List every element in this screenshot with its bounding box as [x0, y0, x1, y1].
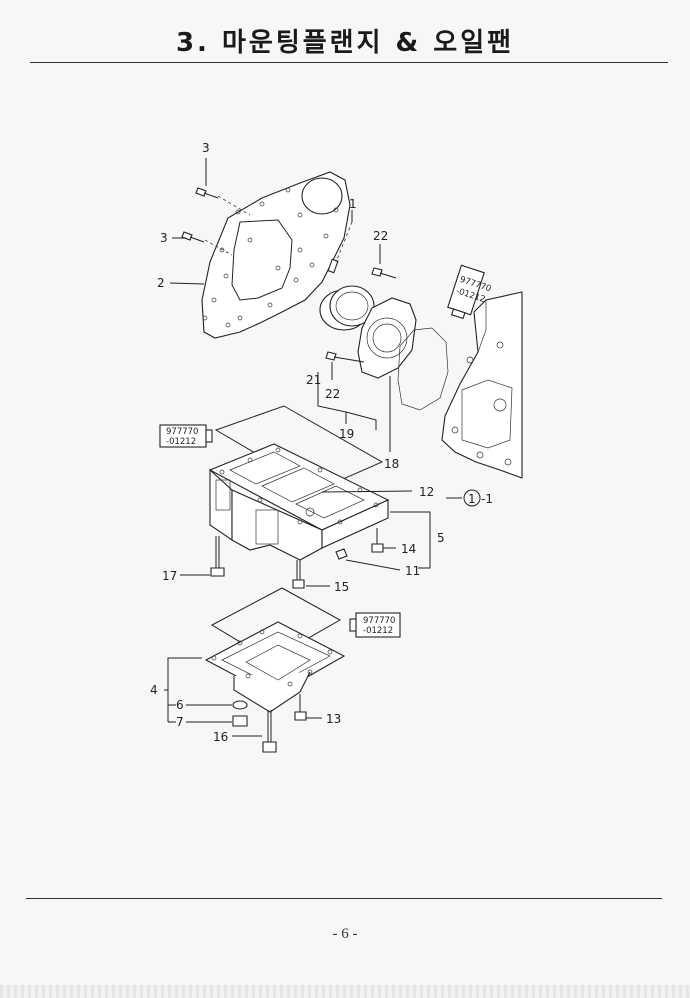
reference-suffix: -1 [481, 492, 493, 506]
sealant-code-line2: -01212 [166, 437, 196, 447]
lower-oil-pan [204, 621, 346, 713]
callout-12: 12 [419, 485, 434, 499]
callout-3: 3 [160, 231, 168, 245]
bolt-16 [262, 710, 277, 753]
plug-11 [335, 548, 348, 560]
callout-22: 22 [325, 387, 340, 401]
callout-11: 11 [405, 564, 420, 578]
callout-6: 6 [176, 698, 184, 712]
reference-circle-number: 1 [468, 492, 476, 506]
callout-4: 4 [150, 683, 158, 697]
callout-18: 18 [384, 457, 399, 471]
upper-oil-pan [208, 443, 390, 561]
cylinder-block [441, 291, 523, 479]
callout-5: 5 [437, 531, 445, 545]
callout-labels: 3 3 2 1 22 21 22 19 18 12 5 14 11 15 17 … [150, 141, 493, 744]
flange-bolt-upper [195, 187, 219, 199]
leader-lines [164, 158, 462, 737]
sealant-code-line2: -01212 [363, 626, 393, 636]
dowel-pin [327, 210, 353, 274]
reference-circle [463, 489, 481, 507]
bolt-17 [210, 536, 225, 577]
bolt-13 [294, 694, 307, 721]
footer-rule [26, 898, 662, 899]
callout-21: 21 [306, 373, 321, 387]
page-title: 3. 마운팅플랜지 & 오일팬 [175, 28, 515, 58]
sealant-tube-left: 977770 -01212 [159, 424, 213, 448]
washer-6 [232, 700, 248, 710]
header-rule [30, 62, 668, 63]
scan-edge [0, 985, 690, 998]
page-number: - 6 - [332, 926, 358, 942]
mounting-flange [201, 171, 351, 339]
housing-bolt-lower [325, 351, 365, 363]
sealant-tube-right: 977770 -01212 [349, 612, 401, 638]
callout-15: 15 [334, 580, 349, 594]
callout-2: 2 [157, 276, 165, 290]
callout-16: 16 [213, 730, 228, 744]
seal-housing [357, 297, 417, 379]
drain-plug-7 [232, 715, 248, 727]
callout-7: 7 [176, 715, 184, 729]
callout-22: 22 [373, 229, 388, 243]
housing-gasket [397, 327, 449, 411]
callout-3: 3 [202, 141, 210, 155]
flange-bolt-lower [181, 231, 205, 243]
callout-17: 17 [162, 569, 177, 583]
bolt-14 [371, 528, 384, 553]
sealant-code-line1: 977770 [166, 427, 198, 437]
sealant-code-line1: 977770 [363, 616, 395, 626]
oil-seal [319, 285, 375, 331]
bolt-15 [292, 560, 305, 589]
callout-14: 14 [401, 542, 416, 556]
housing-bolt-upper [371, 267, 397, 279]
callout-13: 13 [326, 712, 341, 726]
callout-1: 1 [349, 197, 357, 211]
callout-19: 19 [339, 427, 354, 441]
